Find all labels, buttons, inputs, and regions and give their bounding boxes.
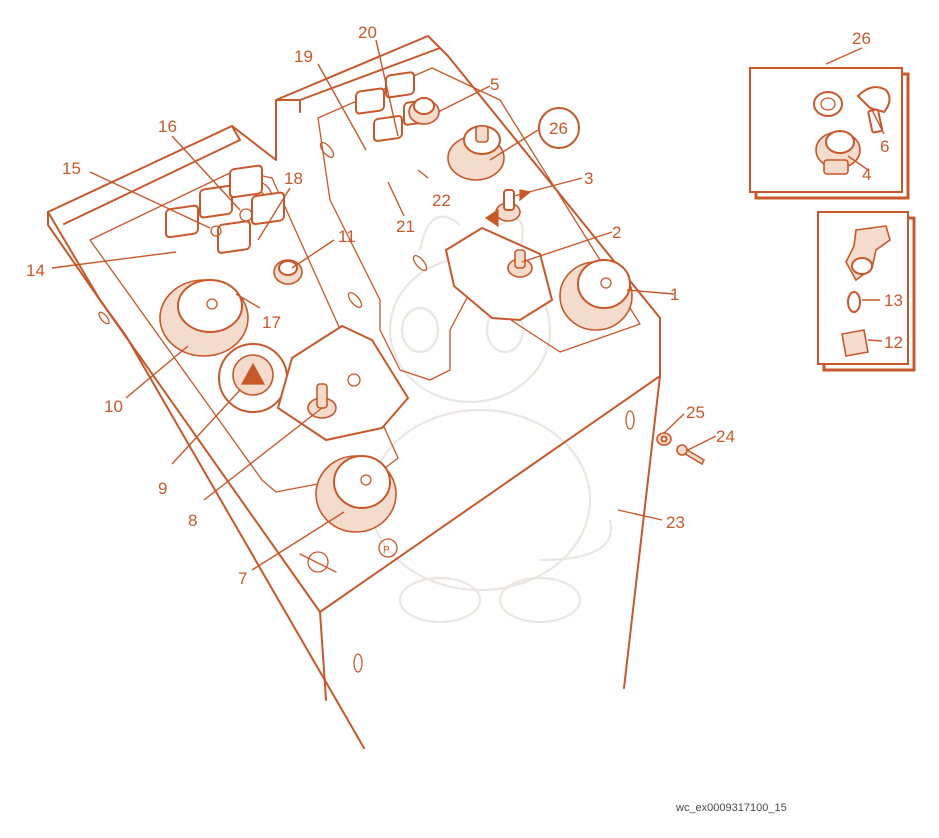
callout-9: 9 <box>158 479 167 498</box>
callout-10: 10 <box>104 397 123 416</box>
callout-24: 24 <box>716 427 735 446</box>
indicator-lamp-20 <box>385 71 415 99</box>
indicator-lamp-21 <box>373 115 403 142</box>
inset-label-26: 26 <box>852 29 871 48</box>
callout-22: 22 <box>432 191 451 210</box>
callout-14: 14 <box>26 261 45 280</box>
callout-23: 23 <box>666 513 685 532</box>
svg-text:P: P <box>383 545 390 556</box>
callout-6: 6 <box>880 137 889 156</box>
callout-7: 7 <box>238 569 247 588</box>
callout-11: 11 <box>338 227 356 246</box>
callout-26: 26 <box>549 119 568 138</box>
callout-15: 15 <box>62 159 81 178</box>
lamp-socket-12 <box>841 329 869 357</box>
leader-lines <box>51 39 885 571</box>
callout-1: 1 <box>670 285 679 304</box>
inset-bulb <box>817 211 916 372</box>
callout-2: 2 <box>612 223 621 242</box>
indicator-lamp-18 <box>251 191 285 226</box>
callout-13: 13 <box>884 291 903 310</box>
callout-17: 17 <box>262 313 281 332</box>
callout-16: 16 <box>158 117 177 136</box>
rotary-knob-10 <box>159 279 249 357</box>
callout-circle-26 <box>538 107 580 149</box>
callout-8: 8 <box>188 511 197 530</box>
inset-key-switch <box>749 67 910 200</box>
figure-id: wc_ex0009317100_15 <box>675 802 787 814</box>
indicator-lamp-15 <box>199 184 233 219</box>
callout-12: 12 <box>884 333 903 352</box>
rotary-switch-7 <box>315 455 397 533</box>
rotary-switch-1 <box>559 259 633 331</box>
joystick-plate-2 <box>444 226 554 322</box>
toggle-switch-3 <box>484 189 532 228</box>
indicator-lamp-14 <box>165 204 199 239</box>
callout-20: 20 <box>358 23 377 42</box>
left-panel-components <box>159 164 410 533</box>
bulb-13 <box>847 291 861 313</box>
callout-5: 5 <box>490 75 499 94</box>
right-panel-components <box>355 71 633 331</box>
callout-3: 3 <box>584 169 593 188</box>
ignition-switch-26 <box>447 125 505 181</box>
hardware-24-25 <box>656 432 706 466</box>
callout-25: 25 <box>686 403 705 422</box>
callout-19: 19 <box>294 47 313 66</box>
indicator-lamp-19 <box>355 87 385 115</box>
indicator-lamp-16 <box>229 164 263 199</box>
callout-4: 4 <box>862 165 871 184</box>
callout-18: 18 <box>284 169 303 188</box>
indicator-lamp-17 <box>217 220 251 254</box>
callout-21: 21 <box>396 217 415 236</box>
joystick-plate-8 <box>276 324 410 442</box>
